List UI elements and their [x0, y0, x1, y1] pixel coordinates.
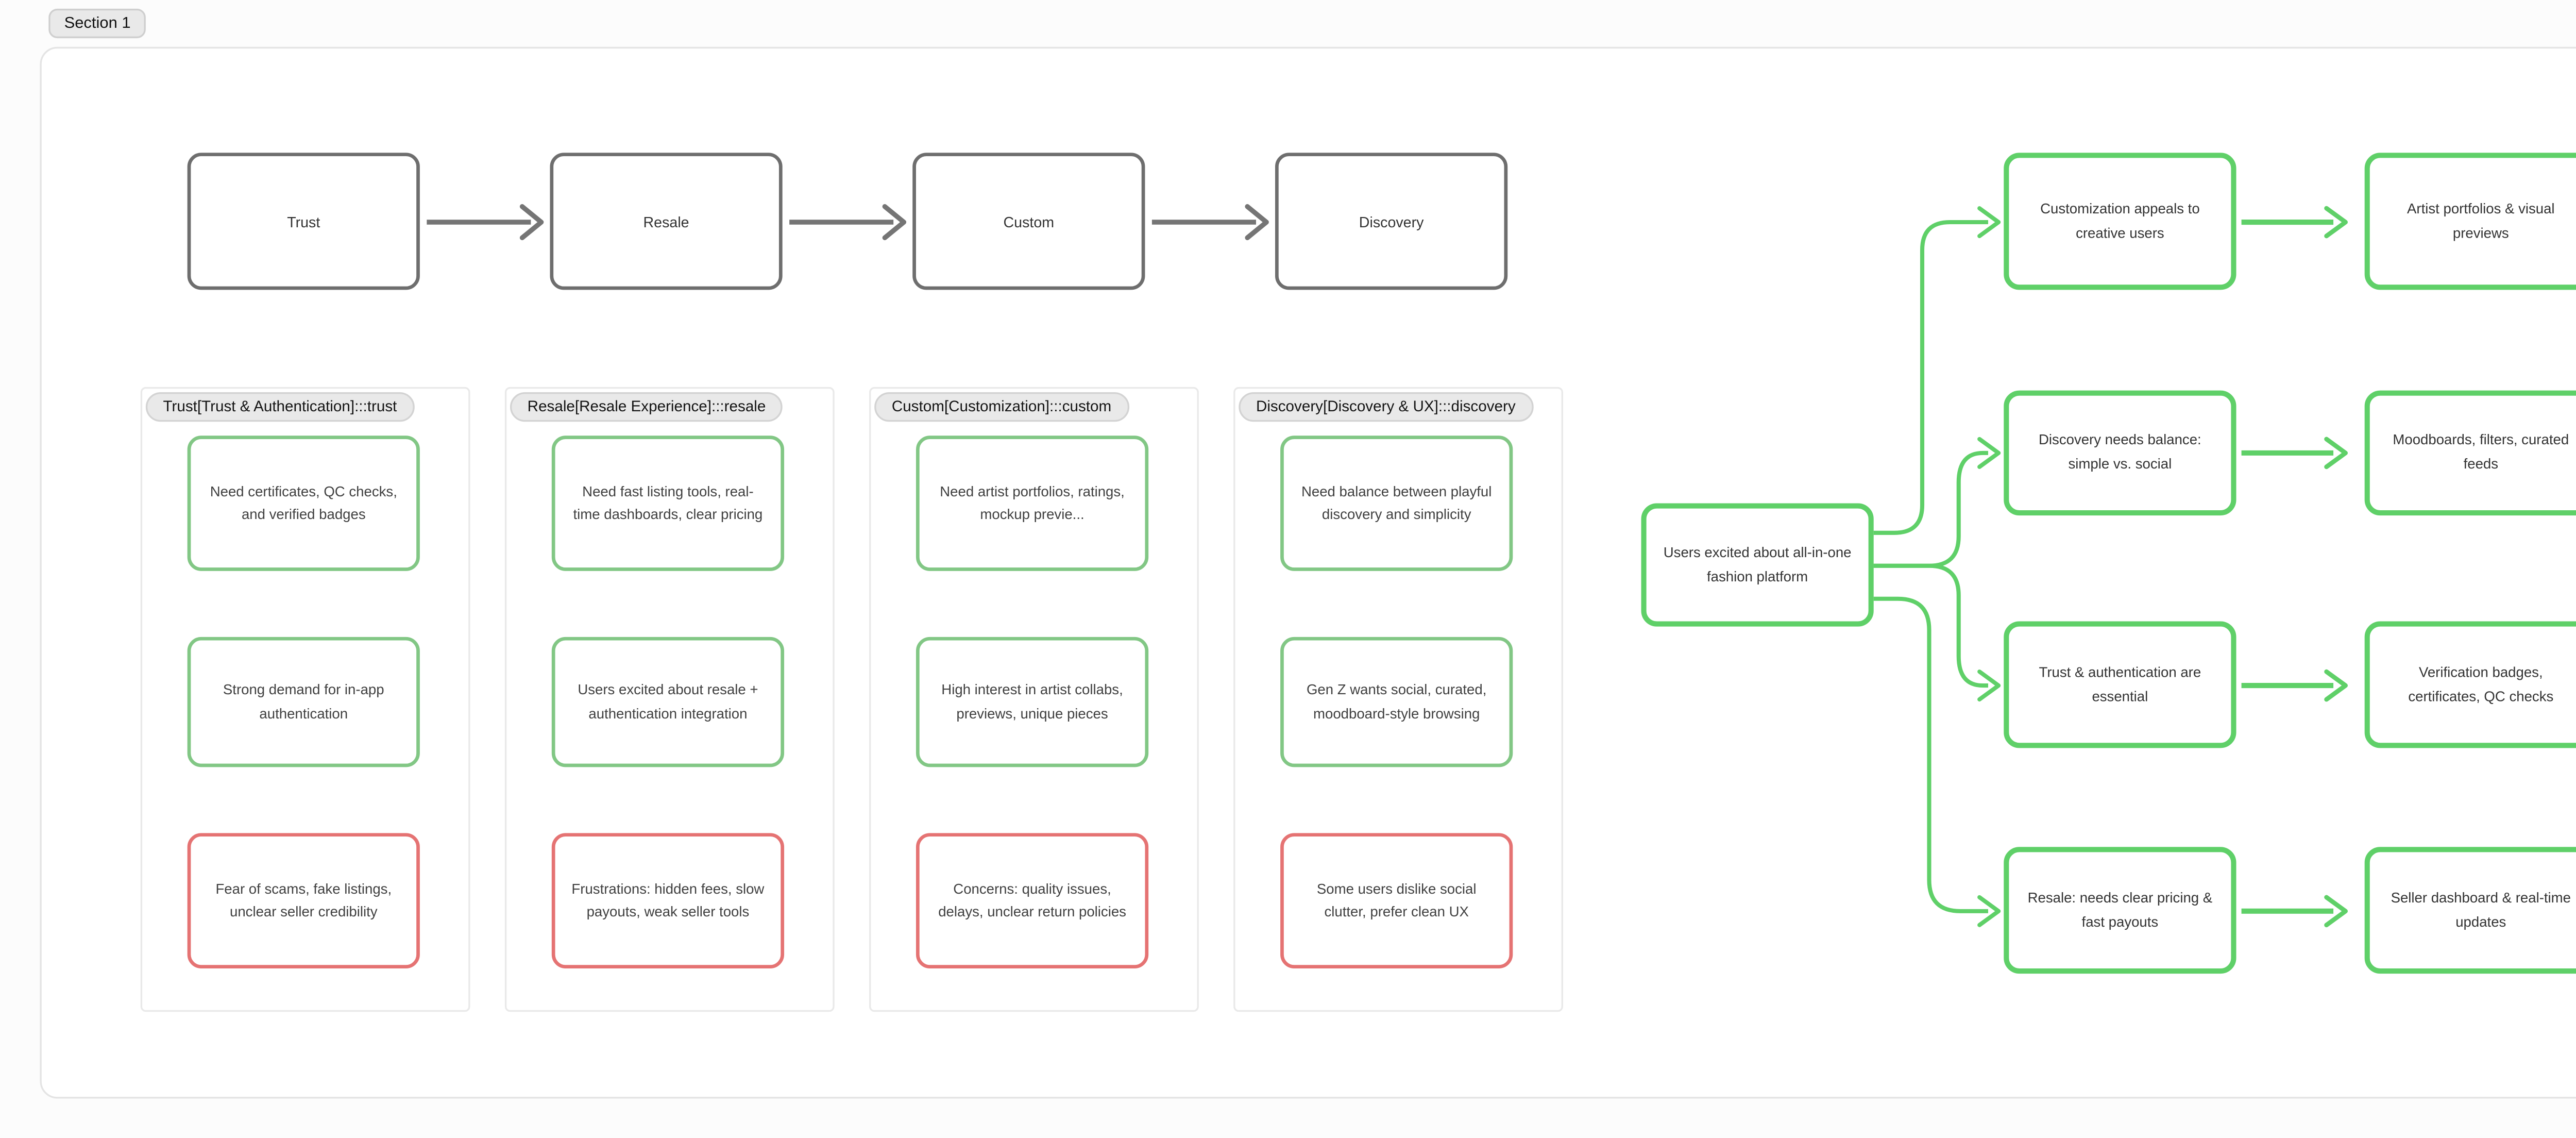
note-card[interactable]: Concerns: quality issues, delays, unclea… — [916, 833, 1149, 968]
flow-node-trust[interactable]: Trust — [187, 153, 420, 290]
mindmap-root-node[interactable]: Users excited about all-in-one fashion p… — [1641, 503, 1874, 627]
flow-node-resale[interactable]: Resale — [550, 153, 783, 290]
flow-node-label: Resale — [643, 212, 689, 230]
mindmap-insight-node[interactable]: Discovery needs balance: simple vs. soci… — [2004, 390, 2236, 516]
column-panel-resale: Resale[Resale Experience]:::resale Need … — [504, 387, 835, 1012]
column-header[interactable]: Custom[Customization]:::custom — [874, 392, 1129, 422]
mindmap-solution-node[interactable]: Artist portfolios & visual previews — [2364, 153, 2576, 290]
note-card[interactable]: Need certificates, QC checks, and verifi… — [187, 436, 420, 571]
note-card[interactable]: Frustrations: hidden fees, slow payouts,… — [551, 833, 785, 968]
section-label[interactable]: Section 1 — [48, 8, 146, 39]
column-header[interactable]: Trust[Trust & Authentication]:::trust — [145, 392, 415, 422]
column-panel-discovery: Discovery[Discovery & UX]:::discovery Ne… — [1233, 387, 1563, 1012]
column-header[interactable]: Resale[Resale Experience]:::resale — [510, 392, 784, 422]
note-card[interactable]: Users excited about resale + authenticat… — [551, 637, 785, 767]
mindmap-solution-node[interactable]: Verification badges, certificates, QC ch… — [2364, 621, 2576, 748]
column-header[interactable]: Discovery[Discovery & UX]:::discovery — [1239, 392, 1533, 422]
mindmap-solution-node[interactable]: Seller dashboard & real-time updates — [2364, 847, 2576, 974]
note-card[interactable]: Strong demand for in-app authentication — [187, 637, 420, 767]
flow-node-label: Trust — [287, 212, 320, 230]
column-panel-custom: Custom[Customization]:::custom Need arti… — [869, 387, 1199, 1012]
note-card[interactable]: Need balance between playful discovery a… — [1280, 436, 1513, 571]
column-panel-trust: Trust[Trust & Authentication]:::trust Ne… — [140, 387, 470, 1012]
note-card[interactable]: High interest in artist collabs, preview… — [916, 637, 1149, 767]
mindmap-insight-node[interactable]: Trust & authentication are essential — [2004, 621, 2236, 748]
note-card[interactable]: Gen Z wants social, curated, moodboard-s… — [1280, 637, 1513, 767]
note-card[interactable]: Fear of scams, fake listings, unclear se… — [187, 833, 420, 968]
note-card[interactable]: Some users dislike social clutter, prefe… — [1280, 833, 1513, 968]
flow-node-discovery[interactable]: Discovery — [1275, 153, 1508, 290]
note-card[interactable]: Need fast listing tools, real-time dashb… — [551, 436, 785, 571]
mindmap-insight-node[interactable]: Customization appeals to creative users — [2004, 153, 2236, 290]
mindmap-insight-node[interactable]: Resale: needs clear pricing & fast payou… — [2004, 847, 2236, 974]
flow-node-label: Discovery — [1359, 212, 1424, 230]
note-card[interactable]: Need artist portfolios, ratings, mockup … — [916, 436, 1149, 571]
flow-node-custom[interactable]: Custom — [912, 153, 1145, 290]
flow-node-label: Custom — [1003, 212, 1055, 230]
mindmap-solution-node[interactable]: Moodboards, filters, curated feeds — [2364, 390, 2576, 516]
